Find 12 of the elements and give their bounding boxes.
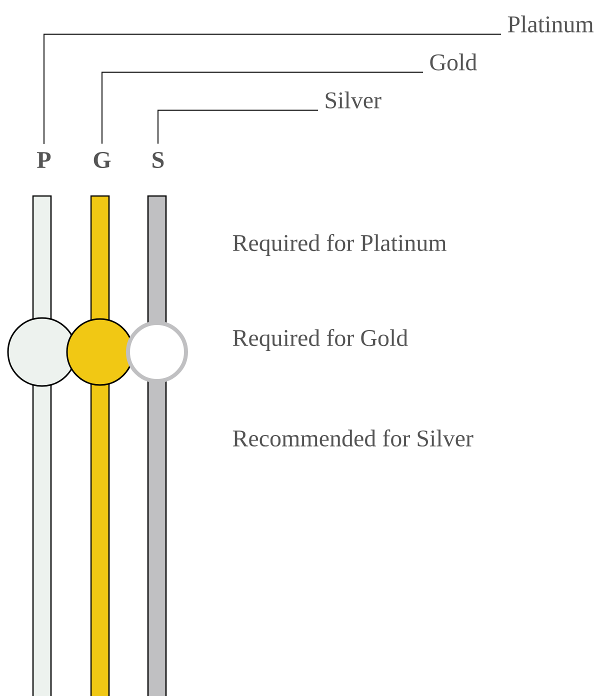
leader-line — [44, 34, 502, 144]
column-letter: G — [94, 152, 111, 168]
tier-label: Silver — [326, 92, 382, 108]
legend-text: Required for Platinum — [232, 234, 446, 256]
leader-line — [102, 72, 424, 144]
legend-text: Recommended for Silver — [232, 429, 474, 447]
column-letter: P — [37, 152, 51, 168]
tier-label: Gold — [430, 54, 477, 70]
column-letter: S — [152, 152, 164, 168]
leader-line — [158, 110, 318, 144]
legend-text: Required for Gold — [232, 329, 408, 351]
tier-label: Platinum — [508, 16, 594, 32]
